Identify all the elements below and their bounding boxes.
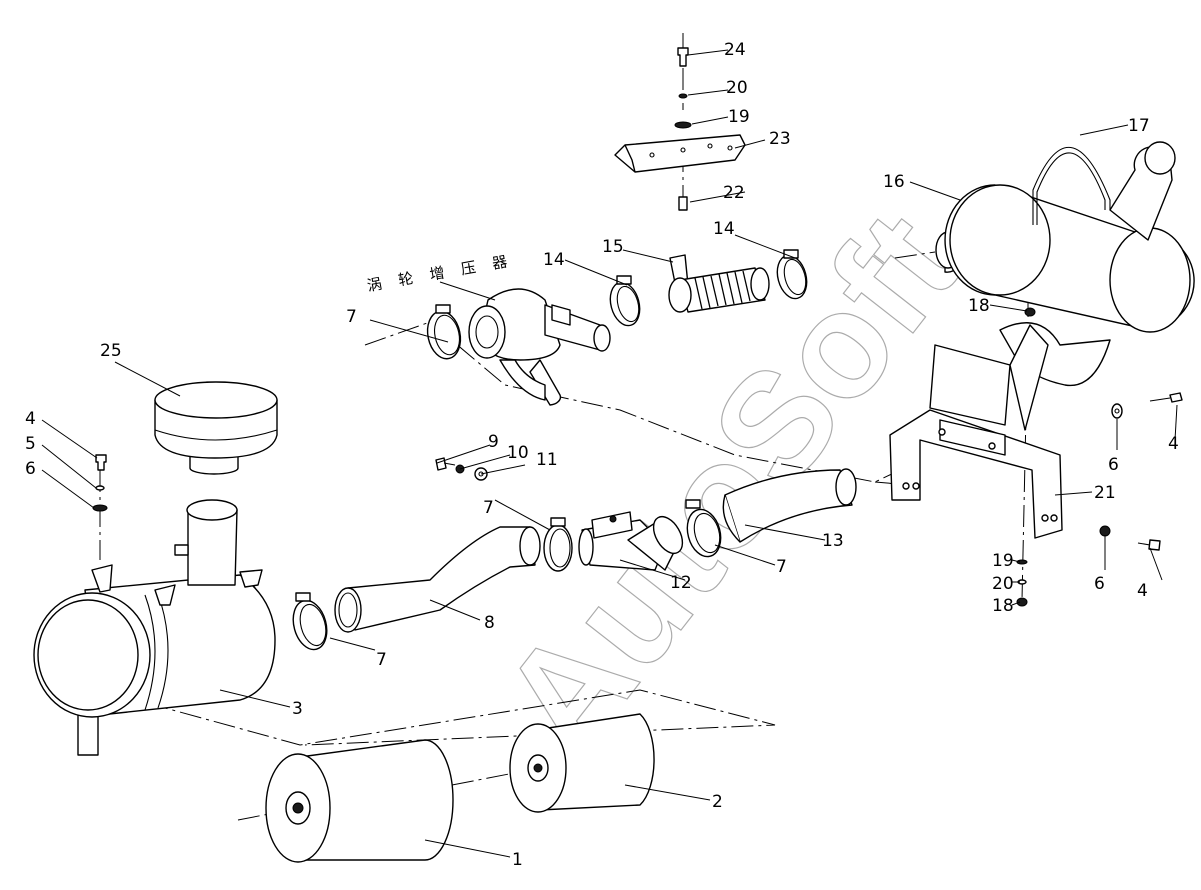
label-9: 9 — [488, 432, 499, 452]
hose-13 — [722, 468, 857, 543]
hose-clamp-14b — [776, 249, 808, 300]
elbow-connector — [578, 511, 684, 571]
leader-lines — [41, 49, 1178, 858]
muffler — [935, 141, 1195, 333]
label-16: 16 — [883, 172, 905, 192]
muffler-bracket — [889, 322, 1111, 539]
rain-cap — [154, 381, 278, 475]
label-13: 13 — [822, 531, 844, 551]
label-23: 23 — [769, 129, 791, 149]
label-7a: 7 — [376, 650, 387, 670]
label-7b: 7 — [346, 307, 357, 327]
label-25: 25 — [100, 341, 122, 361]
bolt-washer-right-upper — [1111, 392, 1183, 419]
bolt-washer-right-lower — [1099, 525, 1161, 551]
label-6a: 6 — [25, 459, 36, 479]
washer-20a — [678, 93, 688, 99]
label-1: 1 — [512, 850, 523, 870]
washer-19a — [674, 121, 692, 129]
label-4b: 4 — [1168, 434, 1179, 454]
label-10: 10 — [507, 443, 529, 463]
turbocharger — [468, 288, 611, 406]
hose-clamp-7d — [685, 499, 722, 558]
hose-clamp-7c — [543, 517, 573, 572]
label-18a: 18 — [968, 296, 990, 316]
label-18b: 18 — [992, 596, 1014, 616]
label-6c: 6 — [1094, 574, 1105, 594]
bolt-24 — [677, 47, 689, 67]
label-21: 21 — [1094, 483, 1116, 503]
hose-clamp-7b — [426, 304, 462, 360]
bracket-23 — [614, 134, 746, 173]
label-20b: 20 — [992, 574, 1014, 594]
air-cleaner-housing — [33, 499, 276, 756]
label-5: 5 — [25, 434, 36, 454]
label-17: 17 — [1128, 116, 1150, 136]
label-6b: 6 — [1108, 455, 1119, 475]
label-4a: 4 — [25, 409, 36, 429]
label-19a: 19 — [728, 107, 750, 127]
nut-18b — [1016, 597, 1028, 607]
label-4c: 4 — [1137, 581, 1148, 601]
label-8: 8 — [484, 613, 495, 633]
label-20a: 20 — [726, 78, 748, 98]
filter-element-outer — [265, 739, 454, 863]
filter-element-inner — [509, 713, 655, 813]
u-bolt — [1032, 146, 1111, 225]
label-24: 24 — [724, 40, 746, 60]
label-7d: 7 — [776, 557, 787, 577]
label-12: 12 — [670, 573, 692, 593]
label-22: 22 — [723, 183, 745, 203]
hose-clamp-7a — [292, 592, 328, 651]
bellows-15 — [668, 254, 770, 313]
label-11: 11 — [536, 450, 558, 470]
label-3: 3 — [292, 699, 303, 719]
label-7c: 7 — [483, 498, 494, 518]
turbocharger-label: 涡 轮 增 压 器 — [366, 251, 515, 294]
spacer-22 — [678, 196, 688, 211]
label-2: 2 — [712, 792, 723, 812]
label-15: 15 — [602, 237, 624, 257]
label-14b: 14 — [713, 219, 735, 239]
nut-18a — [1024, 307, 1036, 317]
washer-19b — [1016, 559, 1028, 565]
hose-clamp-14a — [609, 275, 641, 327]
label-14a: 14 — [543, 250, 565, 270]
label-19b: 19 — [992, 551, 1014, 571]
intake-pipe — [334, 526, 541, 633]
